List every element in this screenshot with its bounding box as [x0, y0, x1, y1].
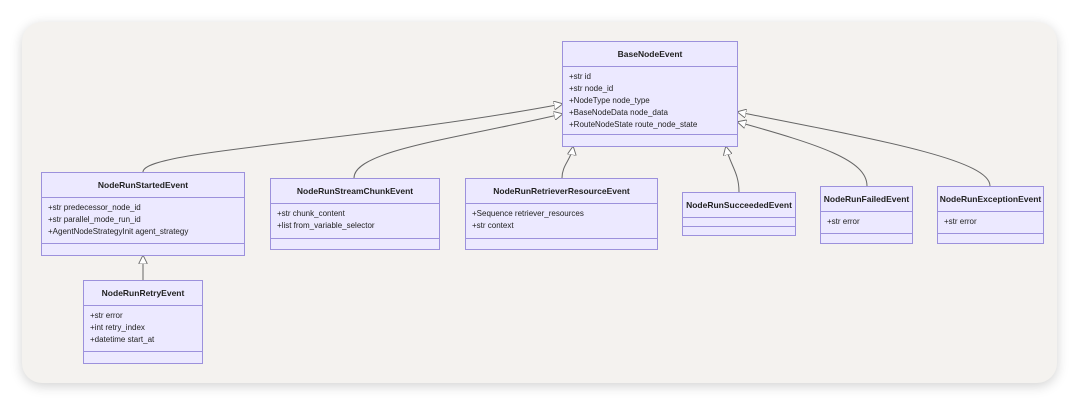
- class-node-run-retriever-resource-event: NodeRunRetrieverResourceEvent +Sequence …: [465, 178, 658, 250]
- class-node-run-retry-event: NodeRunRetryEvent +str error +int retry_…: [83, 280, 203, 364]
- class-base-node-event: BaseNodeEvent +str id +str node_id +Node…: [562, 41, 738, 147]
- class-name: NodeRunRetrieverResourceEvent: [466, 179, 657, 204]
- class-attributes: +Sequence retriever_resources +str conte…: [466, 204, 657, 239]
- attribute: +list from_variable_selector: [277, 221, 375, 230]
- class-attributes: +str error: [938, 212, 1043, 234]
- attribute: +str error: [90, 311, 123, 320]
- class-name: NodeRunRetryEvent: [84, 281, 202, 306]
- class-attributes: +str predecessor_node_id +str parallel_m…: [42, 198, 244, 244]
- class-attributes: +str error: [821, 212, 912, 234]
- class-node-run-started-event: NodeRunStartedEvent +str predecessor_nod…: [41, 172, 245, 256]
- attribute: +str chunk_content: [277, 209, 345, 218]
- class-name: NodeRunFailedEvent: [821, 187, 912, 212]
- class-attributes: [683, 218, 795, 227]
- attribute: +Sequence retriever_resources: [472, 209, 584, 218]
- attribute: +BaseNodeData node_data: [569, 108, 668, 117]
- attribute: +str predecessor_node_id: [48, 203, 141, 212]
- class-name: BaseNodeEvent: [563, 42, 737, 67]
- class-attributes: +str chunk_content +list from_variable_s…: [271, 204, 439, 239]
- attribute: +str context: [472, 221, 514, 230]
- class-node-run-exception-event: NodeRunExceptionEvent +str error: [937, 186, 1044, 244]
- class-attributes: +str id +str node_id +NodeType node_type…: [563, 67, 737, 135]
- class-node-run-stream-chunk-event: NodeRunStreamChunkEvent +str chunk_conte…: [270, 178, 440, 250]
- attribute: +str node_id: [569, 84, 614, 93]
- class-name: NodeRunExceptionEvent: [938, 187, 1043, 212]
- attribute: +NodeType node_type: [569, 96, 650, 105]
- attribute: +str parallel_mode_run_id: [48, 215, 141, 224]
- attribute: +str error: [827, 217, 860, 226]
- class-name: NodeRunSucceededEvent: [683, 193, 795, 218]
- class-name: NodeRunStartedEvent: [42, 173, 244, 198]
- attribute: +AgentNodeStrategyInit agent_strategy: [48, 227, 189, 236]
- attribute: +str id: [569, 72, 592, 81]
- class-attributes: +str error +int retry_index +datetime st…: [84, 306, 202, 352]
- class-name: NodeRunStreamChunkEvent: [271, 179, 439, 204]
- attribute: +datetime start_at: [90, 335, 155, 344]
- attribute: +str error: [944, 217, 977, 226]
- class-node-run-succeeded-event: NodeRunSucceededEvent: [682, 192, 796, 236]
- attribute: +int retry_index: [90, 323, 145, 332]
- attribute: +RouteNodeState route_node_state: [569, 120, 698, 129]
- class-node-run-failed-event: NodeRunFailedEvent +str error: [820, 186, 913, 244]
